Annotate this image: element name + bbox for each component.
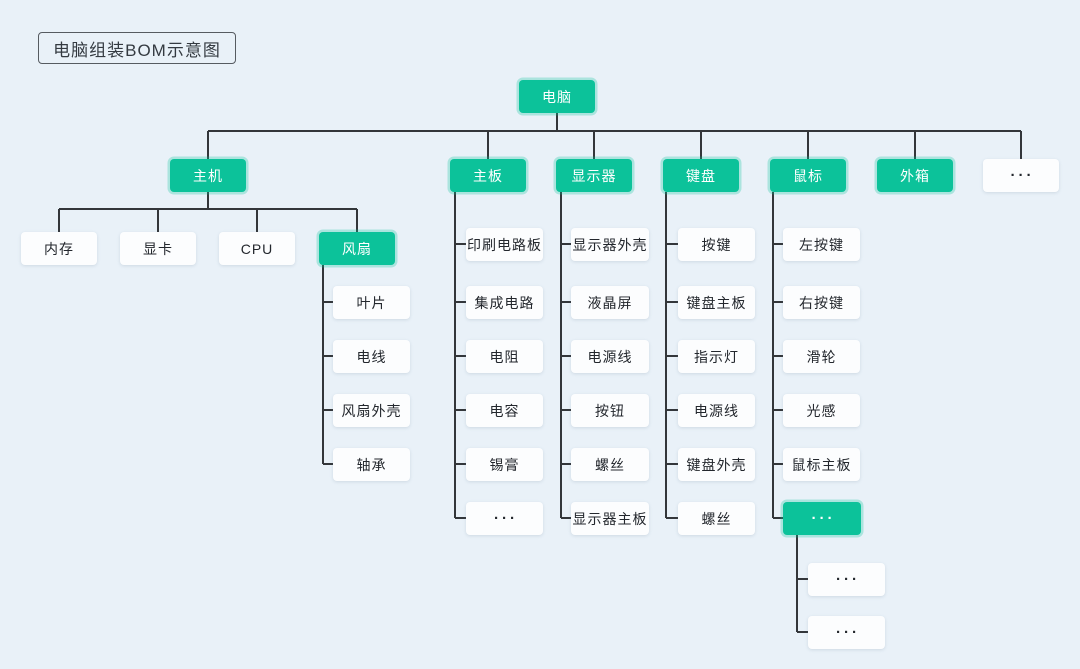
node-keyboard-board[interactable]: 键盘主板: [678, 286, 755, 319]
node-ic[interactable]: 集成电路: [466, 286, 543, 319]
node-gpu[interactable]: 显卡: [120, 232, 196, 265]
node-fan-shell[interactable]: 风扇外壳: [333, 394, 410, 427]
node-pcb[interactable]: 印刷电路板: [466, 228, 543, 261]
node-left-button[interactable]: 左按键: [783, 228, 860, 261]
node-monitor-button[interactable]: 按钮: [571, 394, 649, 427]
node-monitor-board[interactable]: 显示器主板: [571, 502, 649, 535]
node-lcd-screen[interactable]: 液晶屏: [571, 286, 649, 319]
node-fan[interactable]: 风扇: [319, 232, 395, 265]
node-keys[interactable]: 按键: [678, 228, 755, 261]
node-mouse-board[interactable]: 鼠标主板: [783, 448, 860, 481]
node-solder-paste[interactable]: 锡膏: [466, 448, 543, 481]
node-keyboard-power-cable[interactable]: 电源线: [678, 394, 755, 427]
node-keyboard[interactable]: 键盘: [663, 159, 739, 192]
node-mouse-more[interactable]: ···: [783, 502, 861, 535]
node-mainboard-more[interactable]: ···: [466, 502, 543, 535]
node-case[interactable]: 外箱: [877, 159, 953, 192]
node-keyboard-shell[interactable]: 键盘外壳: [678, 448, 755, 481]
node-more-top[interactable]: ···: [983, 159, 1059, 192]
node-fan-wire[interactable]: 电线: [333, 340, 410, 373]
node-computer[interactable]: 电脑: [519, 80, 595, 113]
node-host[interactable]: 主机: [170, 159, 246, 192]
node-monitor[interactable]: 显示器: [556, 159, 632, 192]
node-mouse-more-child-2[interactable]: ···: [808, 616, 885, 649]
node-fan-blade[interactable]: 叶片: [333, 286, 410, 319]
diagram-title: 电脑组装BOM示意图: [38, 32, 236, 64]
node-indicator-light[interactable]: 指示灯: [678, 340, 755, 373]
node-right-button[interactable]: 右按键: [783, 286, 860, 319]
node-light-sensor[interactable]: 光感: [783, 394, 860, 427]
node-capacitor[interactable]: 电容: [466, 394, 543, 427]
node-monitor-shell[interactable]: 显示器外壳: [571, 228, 649, 261]
node-mainboard[interactable]: 主板: [450, 159, 526, 192]
node-cpu[interactable]: CPU: [219, 232, 295, 265]
node-mouse[interactable]: 鼠标: [770, 159, 846, 192]
node-resistor[interactable]: 电阻: [466, 340, 543, 373]
node-scroll-wheel[interactable]: 滑轮: [783, 340, 860, 373]
node-mouse-more-child-1[interactable]: ···: [808, 563, 885, 596]
node-monitor-screw[interactable]: 螺丝: [571, 448, 649, 481]
node-monitor-power-cable[interactable]: 电源线: [571, 340, 649, 373]
node-fan-bearing[interactable]: 轴承: [333, 448, 410, 481]
node-keyboard-screw[interactable]: 螺丝: [678, 502, 755, 535]
node-memory[interactable]: 内存: [21, 232, 97, 265]
